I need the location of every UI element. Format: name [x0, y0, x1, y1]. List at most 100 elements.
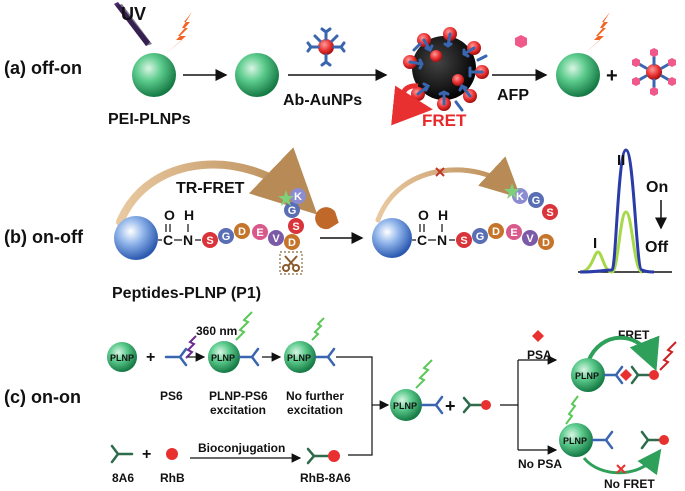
no-further-label: No further	[286, 389, 344, 403]
residue-bead	[252, 224, 268, 240]
plus-c3: +	[142, 446, 151, 463]
plus-c1: +	[146, 349, 155, 366]
tr-fret-label: TR-FRET	[176, 180, 245, 197]
nitrogen-label: N	[183, 232, 193, 248]
svg-text:PLNP: PLNP	[575, 371, 599, 381]
oxygen-label: O	[164, 207, 175, 223]
ab-aunp-icon	[306, 27, 346, 67]
residue-bead	[528, 192, 544, 208]
fret-arrow	[391, 83, 433, 126]
residue-bead	[488, 223, 504, 239]
emission-spectrum	[578, 148, 672, 274]
no-fret-x-icon	[616, 464, 626, 474]
rhb-8a6-label: RhB-8A6	[300, 471, 351, 485]
enzyme-pacman-icon	[315, 207, 339, 230]
a8a6-antibody-icon	[110, 444, 134, 464]
residue-bead	[522, 230, 538, 246]
nm360-label: 360 nm	[196, 324, 237, 338]
plus-c2: +	[445, 396, 456, 416]
svg-text:PLNP: PLNP	[563, 436, 587, 446]
peak-ii-label: II	[617, 152, 625, 169]
fluorophore-star-icon-2	[504, 183, 520, 199]
residue-letter: G	[532, 195, 541, 207]
panel-a-label: (a) off-on	[4, 58, 82, 78]
blocked-x-icon	[435, 167, 445, 177]
residue-bead	[542, 204, 558, 220]
residue-bead	[288, 218, 304, 234]
aunp-afp-complex-icon	[632, 48, 676, 96]
tr-fret-arc	[116, 147, 318, 226]
rhb-8a6-icon	[462, 396, 491, 414]
ps6-label: PS6	[160, 389, 183, 403]
residue-letter: E	[256, 227, 263, 239]
emission-flash-icon	[166, 12, 192, 54]
residue-letter: E	[510, 227, 517, 239]
plnp-blue-sphere	[114, 216, 158, 260]
residue-bead	[472, 228, 488, 244]
plnp-ps6-label: PLNP-PS6	[209, 389, 268, 403]
no-psa-label: No PSA	[518, 457, 562, 471]
residue-letter: S	[546, 207, 553, 219]
connector-bracket	[336, 356, 373, 456]
plnp-blue-sphere-2	[372, 218, 412, 258]
residue-bead	[538, 234, 554, 250]
pei-plnp-sphere	[132, 53, 176, 97]
svg-text:PLNP: PLNP	[287, 353, 311, 363]
nitrogen-label-2: N	[437, 232, 447, 248]
residue-bead	[456, 232, 472, 248]
plnp-psa-complex: PLNP	[571, 341, 677, 392]
uv-beam-icon	[114, 2, 152, 46]
residue-letter: K	[294, 191, 302, 203]
hydrogen-label: H	[184, 207, 194, 223]
psa-label: PSA	[527, 348, 552, 362]
residue-bead	[234, 223, 250, 239]
fret-label: FRET	[422, 111, 467, 130]
residue-letter: S	[292, 221, 299, 233]
pei-plnp-sphere-2	[235, 53, 279, 97]
no-fret-label: No FRET	[604, 477, 655, 491]
fret-arrow-c	[586, 335, 660, 372]
residue-letter: D	[238, 226, 246, 238]
residue-bead	[506, 224, 522, 240]
svg-text:PLNP: PLNP	[211, 353, 235, 363]
ps6-antibody-icon	[164, 347, 188, 367]
rhb-dot-icon	[166, 448, 178, 460]
plnp-c1: PLNP	[107, 342, 137, 372]
residue-letter: D	[288, 237, 296, 249]
peptides-plnp-label: Peptides-PLNP (P1)	[112, 285, 261, 302]
svg-text:PLNP: PLNP	[110, 353, 134, 363]
residue-letter: D	[542, 237, 550, 249]
panel-b-label: (b) on-off	[4, 227, 84, 247]
residue-letter: K	[516, 191, 524, 203]
residue-letter: V	[526, 233, 534, 245]
cleavage-site-box	[279, 251, 303, 275]
pei-plnps-label: PEI-PLNPs	[108, 111, 191, 128]
plnp-ps6-center: PLNP	[390, 359, 444, 421]
afp-label: AFP	[497, 87, 529, 104]
residue-bead	[268, 230, 284, 246]
bioconjugation-label: Bioconjugation	[198, 441, 285, 455]
plnp-ps6-excited: PLNP	[208, 311, 260, 373]
residue-letter: D	[492, 226, 500, 238]
pei-plnp-sphere-3	[556, 53, 600, 97]
uv-label: UV	[121, 4, 146, 24]
afp-hexagon-icon	[515, 35, 527, 48]
ab-aunps-label: Ab-AuNPs	[283, 92, 362, 109]
no-fret-arrow	[582, 448, 662, 476]
on-label: On	[646, 179, 668, 196]
residue-letter: S	[460, 235, 467, 247]
residue-letter: G	[476, 231, 485, 243]
excitation2-label: excitation	[287, 403, 343, 417]
residue-bead	[218, 228, 234, 244]
plus-a: +	[606, 65, 618, 87]
psa-diamond-icon	[532, 330, 544, 342]
fret-complex	[403, 27, 489, 112]
residue-letter: G	[288, 205, 297, 217]
scissors-icon	[282, 255, 300, 272]
rhb-8a6-product-icon	[306, 447, 340, 465]
residue-letter: G	[222, 231, 231, 243]
residue-letter: S	[206, 235, 213, 247]
residue-bead	[290, 188, 306, 204]
